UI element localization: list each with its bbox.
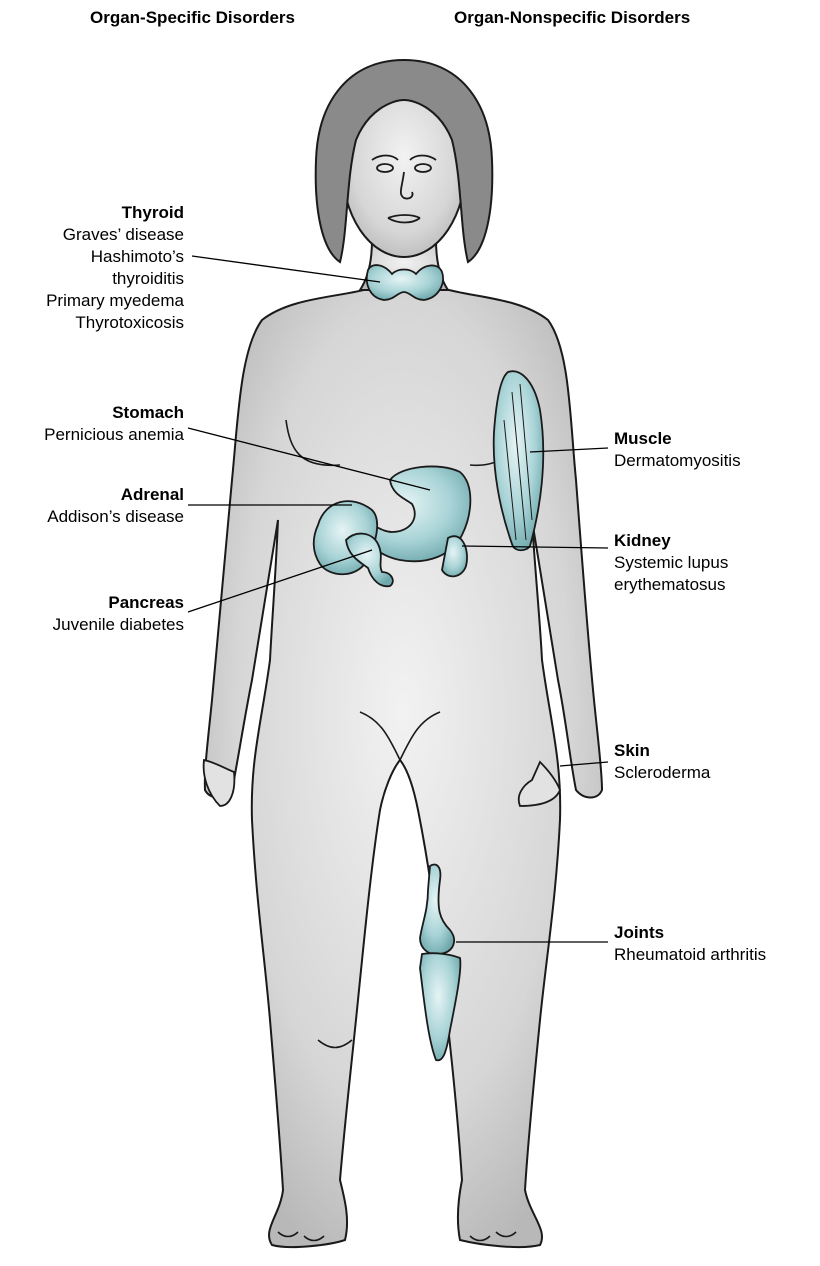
stomach-name: Stomach bbox=[44, 402, 184, 424]
thyroid-disorder: Hashimoto’s bbox=[46, 246, 184, 268]
skin-disorder: Scleroderma bbox=[614, 762, 710, 784]
muscle-label: Muscle Dermatomyositis bbox=[614, 428, 741, 472]
muscle-disorder: Dermatomyositis bbox=[614, 450, 741, 472]
thyroid-disorder: Thyrotoxicosis bbox=[46, 312, 184, 334]
thyroid-name: Thyroid bbox=[46, 202, 184, 224]
pancreas-label: Pancreas Juvenile diabetes bbox=[53, 592, 184, 636]
body-silhouette bbox=[205, 73, 602, 1247]
kidney-disorder: erythematosus bbox=[614, 574, 728, 596]
joints-name: Joints bbox=[614, 922, 766, 944]
pancreas-disorder: Juvenile diabetes bbox=[53, 614, 184, 636]
kidney-label: Kidney Systemic lupus erythematosus bbox=[614, 530, 728, 596]
thyroid-disorder: Primary myedema bbox=[46, 290, 184, 312]
kidney-name: Kidney bbox=[614, 530, 728, 552]
stomach-disorder: Pernicious anemia bbox=[44, 424, 184, 446]
kidney-disorder: Systemic lupus bbox=[614, 552, 728, 574]
adrenal-label: Adrenal Addison’s disease bbox=[47, 484, 184, 528]
thyroid-label: Thyroid Graves’ disease Hashimoto’s thyr… bbox=[46, 202, 184, 334]
thyroid-disorder: Graves’ disease bbox=[46, 224, 184, 246]
skin-label: Skin Scleroderma bbox=[614, 740, 710, 784]
thyroid-disorder: thyroiditis bbox=[46, 268, 184, 290]
pancreas-name: Pancreas bbox=[53, 592, 184, 614]
adrenal-name: Adrenal bbox=[47, 484, 184, 506]
stomach-label: Stomach Pernicious anemia bbox=[44, 402, 184, 446]
skin-name: Skin bbox=[614, 740, 710, 762]
adrenal-disorder: Addison’s disease bbox=[47, 506, 184, 528]
thyroid-leader bbox=[192, 256, 380, 282]
joints-disorder: Rheumatoid arthritis bbox=[614, 944, 766, 966]
muscle-name: Muscle bbox=[614, 428, 741, 450]
joints-label: Joints Rheumatoid arthritis bbox=[614, 922, 766, 966]
